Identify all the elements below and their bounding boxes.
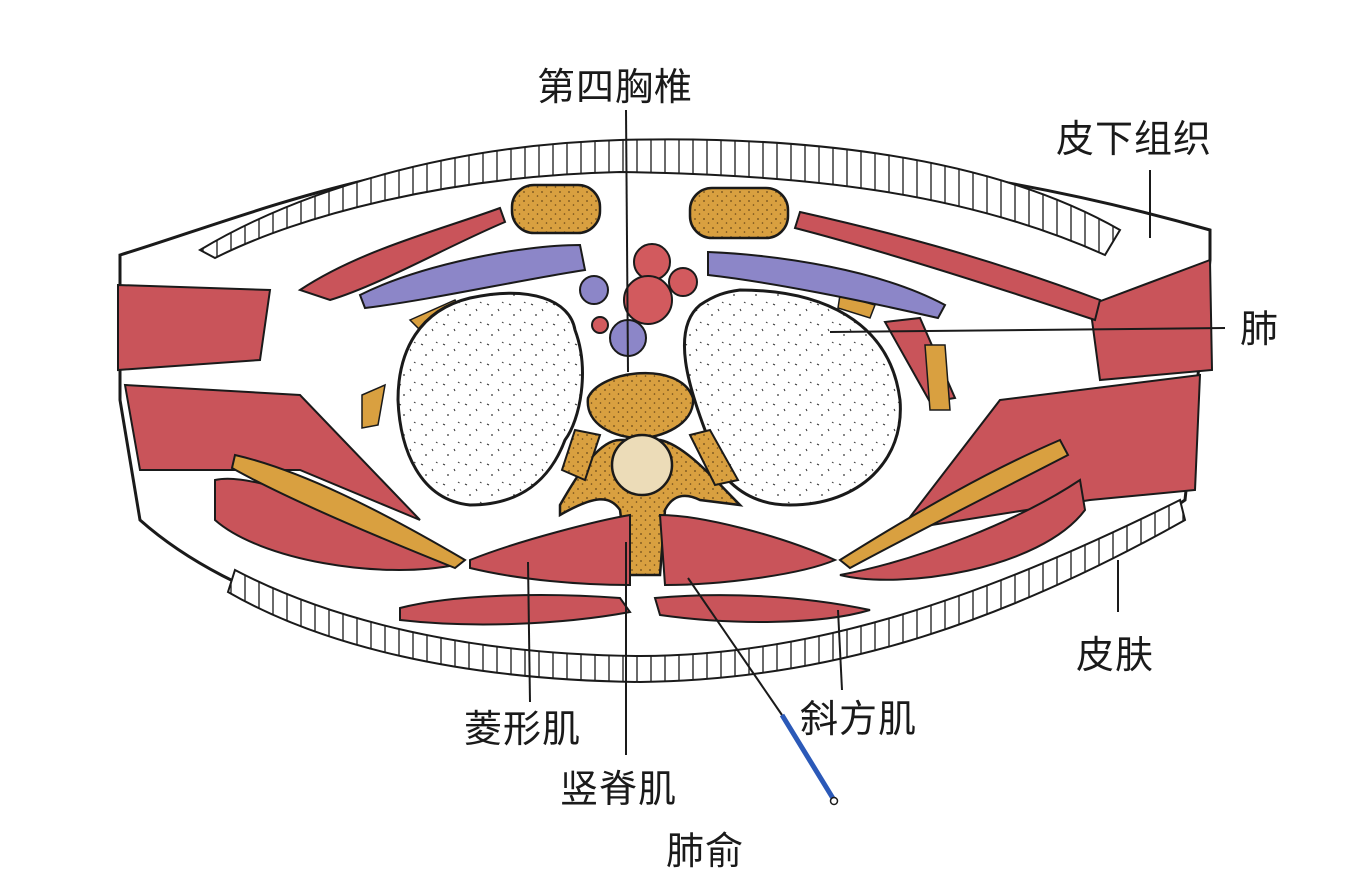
needle-tip: [829, 796, 839, 806]
vessel-red-2: [623, 275, 673, 325]
needle-handle: [779, 713, 837, 802]
rib-left-lat: [361, 383, 386, 429]
leader-lung: [829, 327, 1226, 333]
muscle-right-upper: [1088, 258, 1214, 382]
scapula-right: [838, 438, 1070, 570]
label-lung: 肺: [1240, 307, 1280, 351]
clavicle-left: [510, 183, 602, 235]
label-rhomboid: 菱形肌: [464, 707, 582, 751]
vessel-blue-1: [579, 275, 609, 305]
rib-right-lat: [924, 344, 951, 411]
muscle-right-low: [839, 478, 1087, 581]
skin-band-posterior: [226, 498, 1187, 684]
transverse-right: [688, 428, 740, 487]
muscle-left-top: [297, 206, 507, 302]
lung-right: [682, 288, 902, 507]
clavicle-right: [688, 186, 790, 240]
muscle-right-top: [793, 210, 1102, 322]
transverse-left: [560, 428, 602, 482]
vertebral-body: [586, 371, 695, 440]
label-feishu: 肺俞: [666, 829, 745, 873]
muscle-left-mid: [123, 383, 421, 521]
vein-left: [358, 243, 587, 310]
erector-left: [469, 513, 631, 587]
scapula-left: [230, 453, 467, 570]
spinal-cord: [610, 433, 674, 497]
trapezius-left: [399, 594, 632, 626]
label-skin: 皮肤: [1076, 633, 1155, 677]
vessel-red-4: [591, 316, 609, 334]
needle-shaft: [687, 577, 783, 716]
leader-trapezius: [837, 609, 843, 691]
leader-t4: [625, 109, 629, 373]
skin-band-anterior: [197, 138, 1122, 260]
leader-rhomboid: [527, 561, 531, 703]
lung-left: [396, 291, 584, 507]
erector-right: [658, 513, 838, 587]
vertebral-arch: [558, 438, 744, 577]
label-t4: 第四胸椎: [537, 65, 694, 109]
vessel-red-1: [633, 243, 671, 281]
label-trapezius: 斜方肌: [800, 697, 918, 741]
label-subcutaneous: 皮下组织: [1056, 117, 1213, 161]
vein-right: [707, 250, 947, 320]
muscle-left-upper: [117, 283, 272, 372]
label-erector: 竖脊肌: [560, 767, 678, 811]
vessel-red-3: [668, 267, 698, 297]
